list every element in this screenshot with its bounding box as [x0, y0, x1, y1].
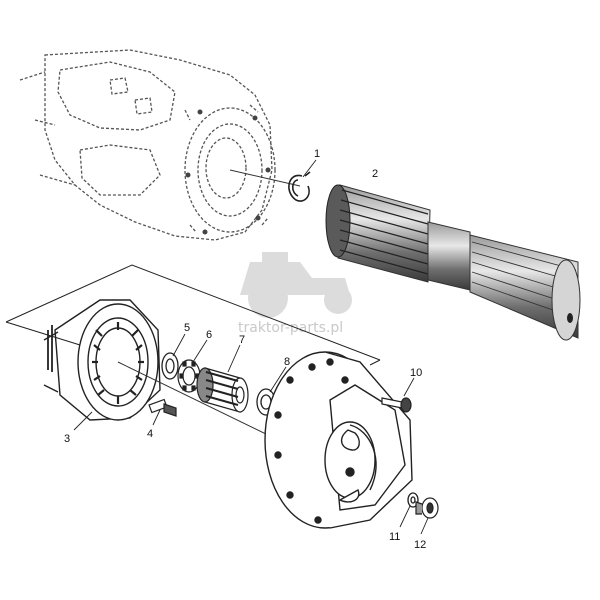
retaining-ring-part-1 — [288, 171, 311, 202]
leader-lines — [73, 159, 429, 535]
callout-11: 11 — [389, 531, 400, 543]
planet-gear-part-7 — [196, 367, 249, 413]
callout-8: 8 — [284, 356, 290, 368]
washer-part-11 — [407, 492, 419, 508]
ring-gear-part-3 — [43, 299, 161, 421]
callout-6: 6 — [206, 329, 212, 341]
exploded-group-bracket — [5, 264, 381, 366]
callout-12: 12 — [414, 539, 426, 551]
callout-1: 1 — [314, 148, 320, 160]
bolt-part-10 — [381, 397, 412, 413]
drain-plug-part-12 — [415, 497, 439, 519]
thrust-washer-part-5 — [161, 352, 179, 380]
bolt-part-4 — [148, 398, 177, 417]
watermark-text: traktor-parts.pl — [238, 320, 343, 336]
hub-carrier — [264, 351, 413, 529]
callout-10: 10 — [410, 367, 422, 379]
roller-bearing-part-6 — [177, 359, 201, 393]
callout-4: 4 — [147, 428, 153, 440]
tractor-watermark-icon — [240, 252, 352, 318]
splined-shaft-part-2 — [325, 184, 581, 341]
callout-2: 2 — [372, 168, 378, 180]
callout-3: 3 — [64, 433, 70, 445]
assembly-axis-line — [229, 169, 301, 187]
housing-bolt-holes — [185, 109, 271, 235]
callout-7: 7 — [239, 334, 245, 346]
callout-5: 5 — [184, 322, 190, 334]
axle-housing-outline — [19, 49, 276, 241]
